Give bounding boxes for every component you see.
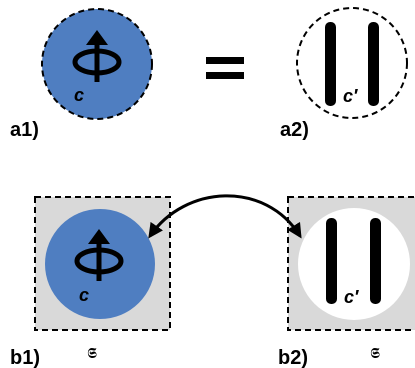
a2-left-bar bbox=[325, 22, 336, 106]
panel-a2: c′ a2) bbox=[280, 7, 408, 141]
b1-panel-label: b1) bbox=[10, 347, 40, 368]
b1-region-symbol: 𝕾 bbox=[87, 345, 97, 362]
panel-b1: c b1) 𝕾 bbox=[10, 196, 171, 368]
b2-panel-label: b2) bbox=[278, 347, 308, 368]
a1-charge-label: c bbox=[74, 85, 84, 105]
a2-charge-label: c′ bbox=[343, 86, 358, 106]
exchange-arrow bbox=[148, 194, 302, 239]
rotation-symbol-icon bbox=[72, 30, 122, 82]
b2-charge-label: c′ bbox=[344, 287, 359, 307]
b2-left-bar bbox=[326, 218, 337, 304]
rotation-symbol-icon bbox=[74, 229, 124, 281]
a1-panel-label: a1) bbox=[10, 119, 39, 141]
panel-b2: c′ b2) 𝕾 bbox=[278, 196, 415, 368]
equals-sign bbox=[206, 57, 244, 79]
a2-panel-label: a2) bbox=[280, 119, 309, 141]
a2-dashed-circle bbox=[296, 7, 408, 119]
a2-right-bar bbox=[368, 22, 379, 106]
b2-right-bar bbox=[370, 218, 381, 304]
panel-a1: c a1) bbox=[10, 8, 153, 141]
b2-region-symbol: 𝕾 bbox=[370, 345, 380, 362]
b1-charge-label: c bbox=[79, 285, 89, 305]
